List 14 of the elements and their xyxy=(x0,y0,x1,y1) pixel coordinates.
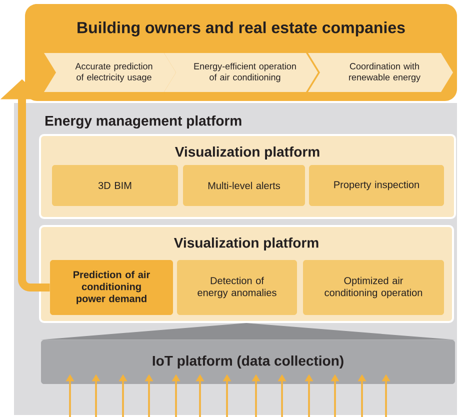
chevron-step: Energy-efficient operation of air conditioning xyxy=(164,53,318,92)
chevron-step: Coordination with renewable energy xyxy=(308,53,453,92)
feature-box: Prediction of air conditioning power demand xyxy=(50,260,173,315)
feature-box: Multi-level alerts xyxy=(183,165,305,206)
feature-box: Property inspection xyxy=(309,165,444,206)
feature-box: Detection of energy anomalies xyxy=(177,260,297,315)
node-label: Energy-efficient operation of air conditioning xyxy=(194,62,296,82)
roof-arrow xyxy=(40,323,456,340)
node-label: Accurate prediction of electricity usage xyxy=(75,62,152,82)
node-label: Coordination with renewable energy xyxy=(349,62,420,82)
feature-box: 3D BIM xyxy=(52,165,178,206)
platform-box: IoT platform (data collection) xyxy=(41,340,455,384)
feature-box: Optimized air conditioning operation xyxy=(303,260,444,315)
chevron-step: Accurate prediction of electricity usage xyxy=(44,53,176,92)
